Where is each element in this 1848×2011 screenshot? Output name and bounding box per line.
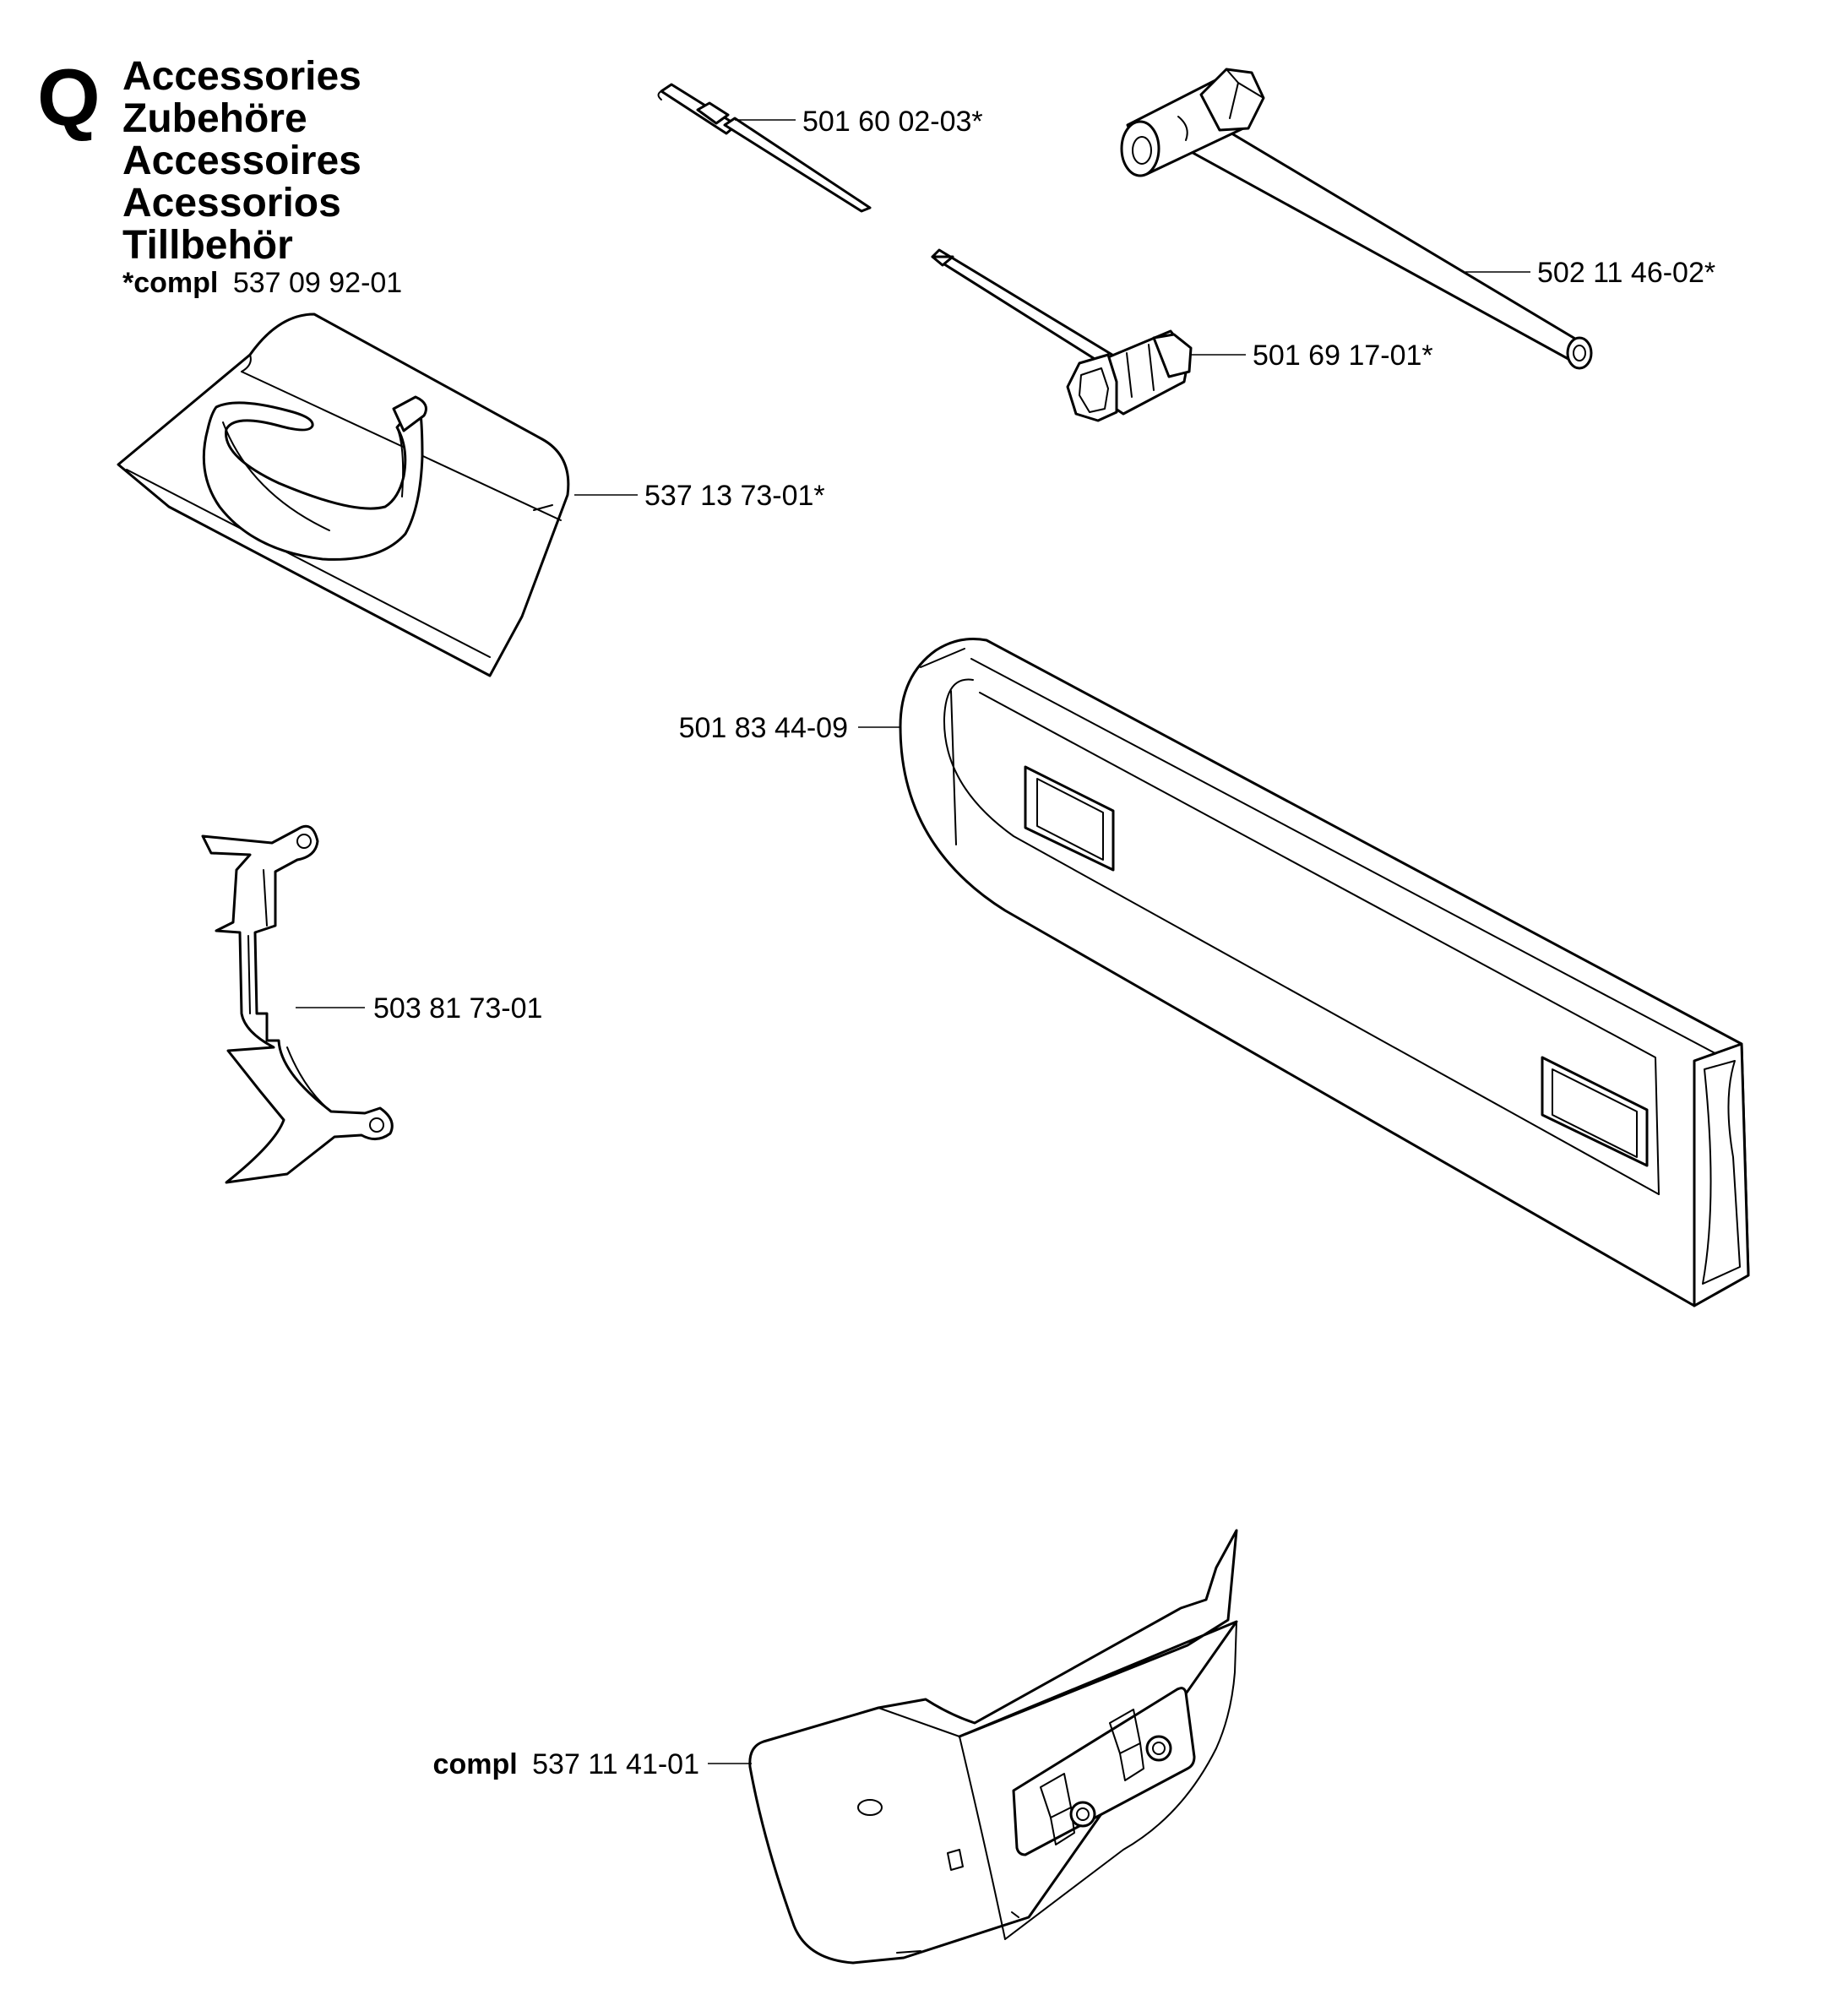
combination-wrench-small-drawing — [931, 248, 1246, 422]
part-number-tool-bag: 537 13 73-01* — [644, 480, 825, 512]
title-en: Accessories — [122, 54, 361, 99]
kit-note-prefix: *compl — [122, 267, 218, 299]
title-sv: Tillbehör — [122, 223, 293, 268]
kit-note-number: 537 09 92-01 — [233, 267, 402, 299]
bar-guard-drawing — [858, 638, 1750, 1307]
clutch-cover-number: 537 11 41-01 — [532, 1748, 699, 1780]
part-number-clutch-cover: compl 537 11 41-01 — [433, 1748, 699, 1780]
kit-note: *compl 537 09 92-01 — [122, 267, 402, 299]
part-number-bumper-spike: 503 81 73-01 — [373, 992, 542, 1025]
title-fr: Accessoires — [122, 139, 361, 183]
bumper-spike-drawing — [201, 824, 394, 1184]
combination-wrench-large-drawing — [1120, 68, 1593, 370]
title-pt: Acessorios — [122, 181, 341, 226]
screwdriver-drawing — [657, 83, 872, 213]
part-number-bar-guard: 501 83 44-09 — [679, 712, 848, 744]
section-header: Q Accessories Zubehöre Accessoires Acess… — [37, 52, 402, 299]
part-number-combination-wrench-small: 501 69 17-01* — [1253, 340, 1433, 372]
clutch-cover-prefix: compl — [433, 1748, 518, 1780]
tool-bag-drawing — [117, 313, 638, 677]
title-de: Zubehöre — [122, 96, 307, 141]
part-number-screwdriver: 501 60 02-03* — [802, 106, 983, 138]
section-letter: Q — [37, 52, 101, 143]
clutch-cover-drawing — [708, 1529, 1238, 1965]
part-number-combination-wrench-large: 502 11 46-02* — [1537, 257, 1715, 289]
